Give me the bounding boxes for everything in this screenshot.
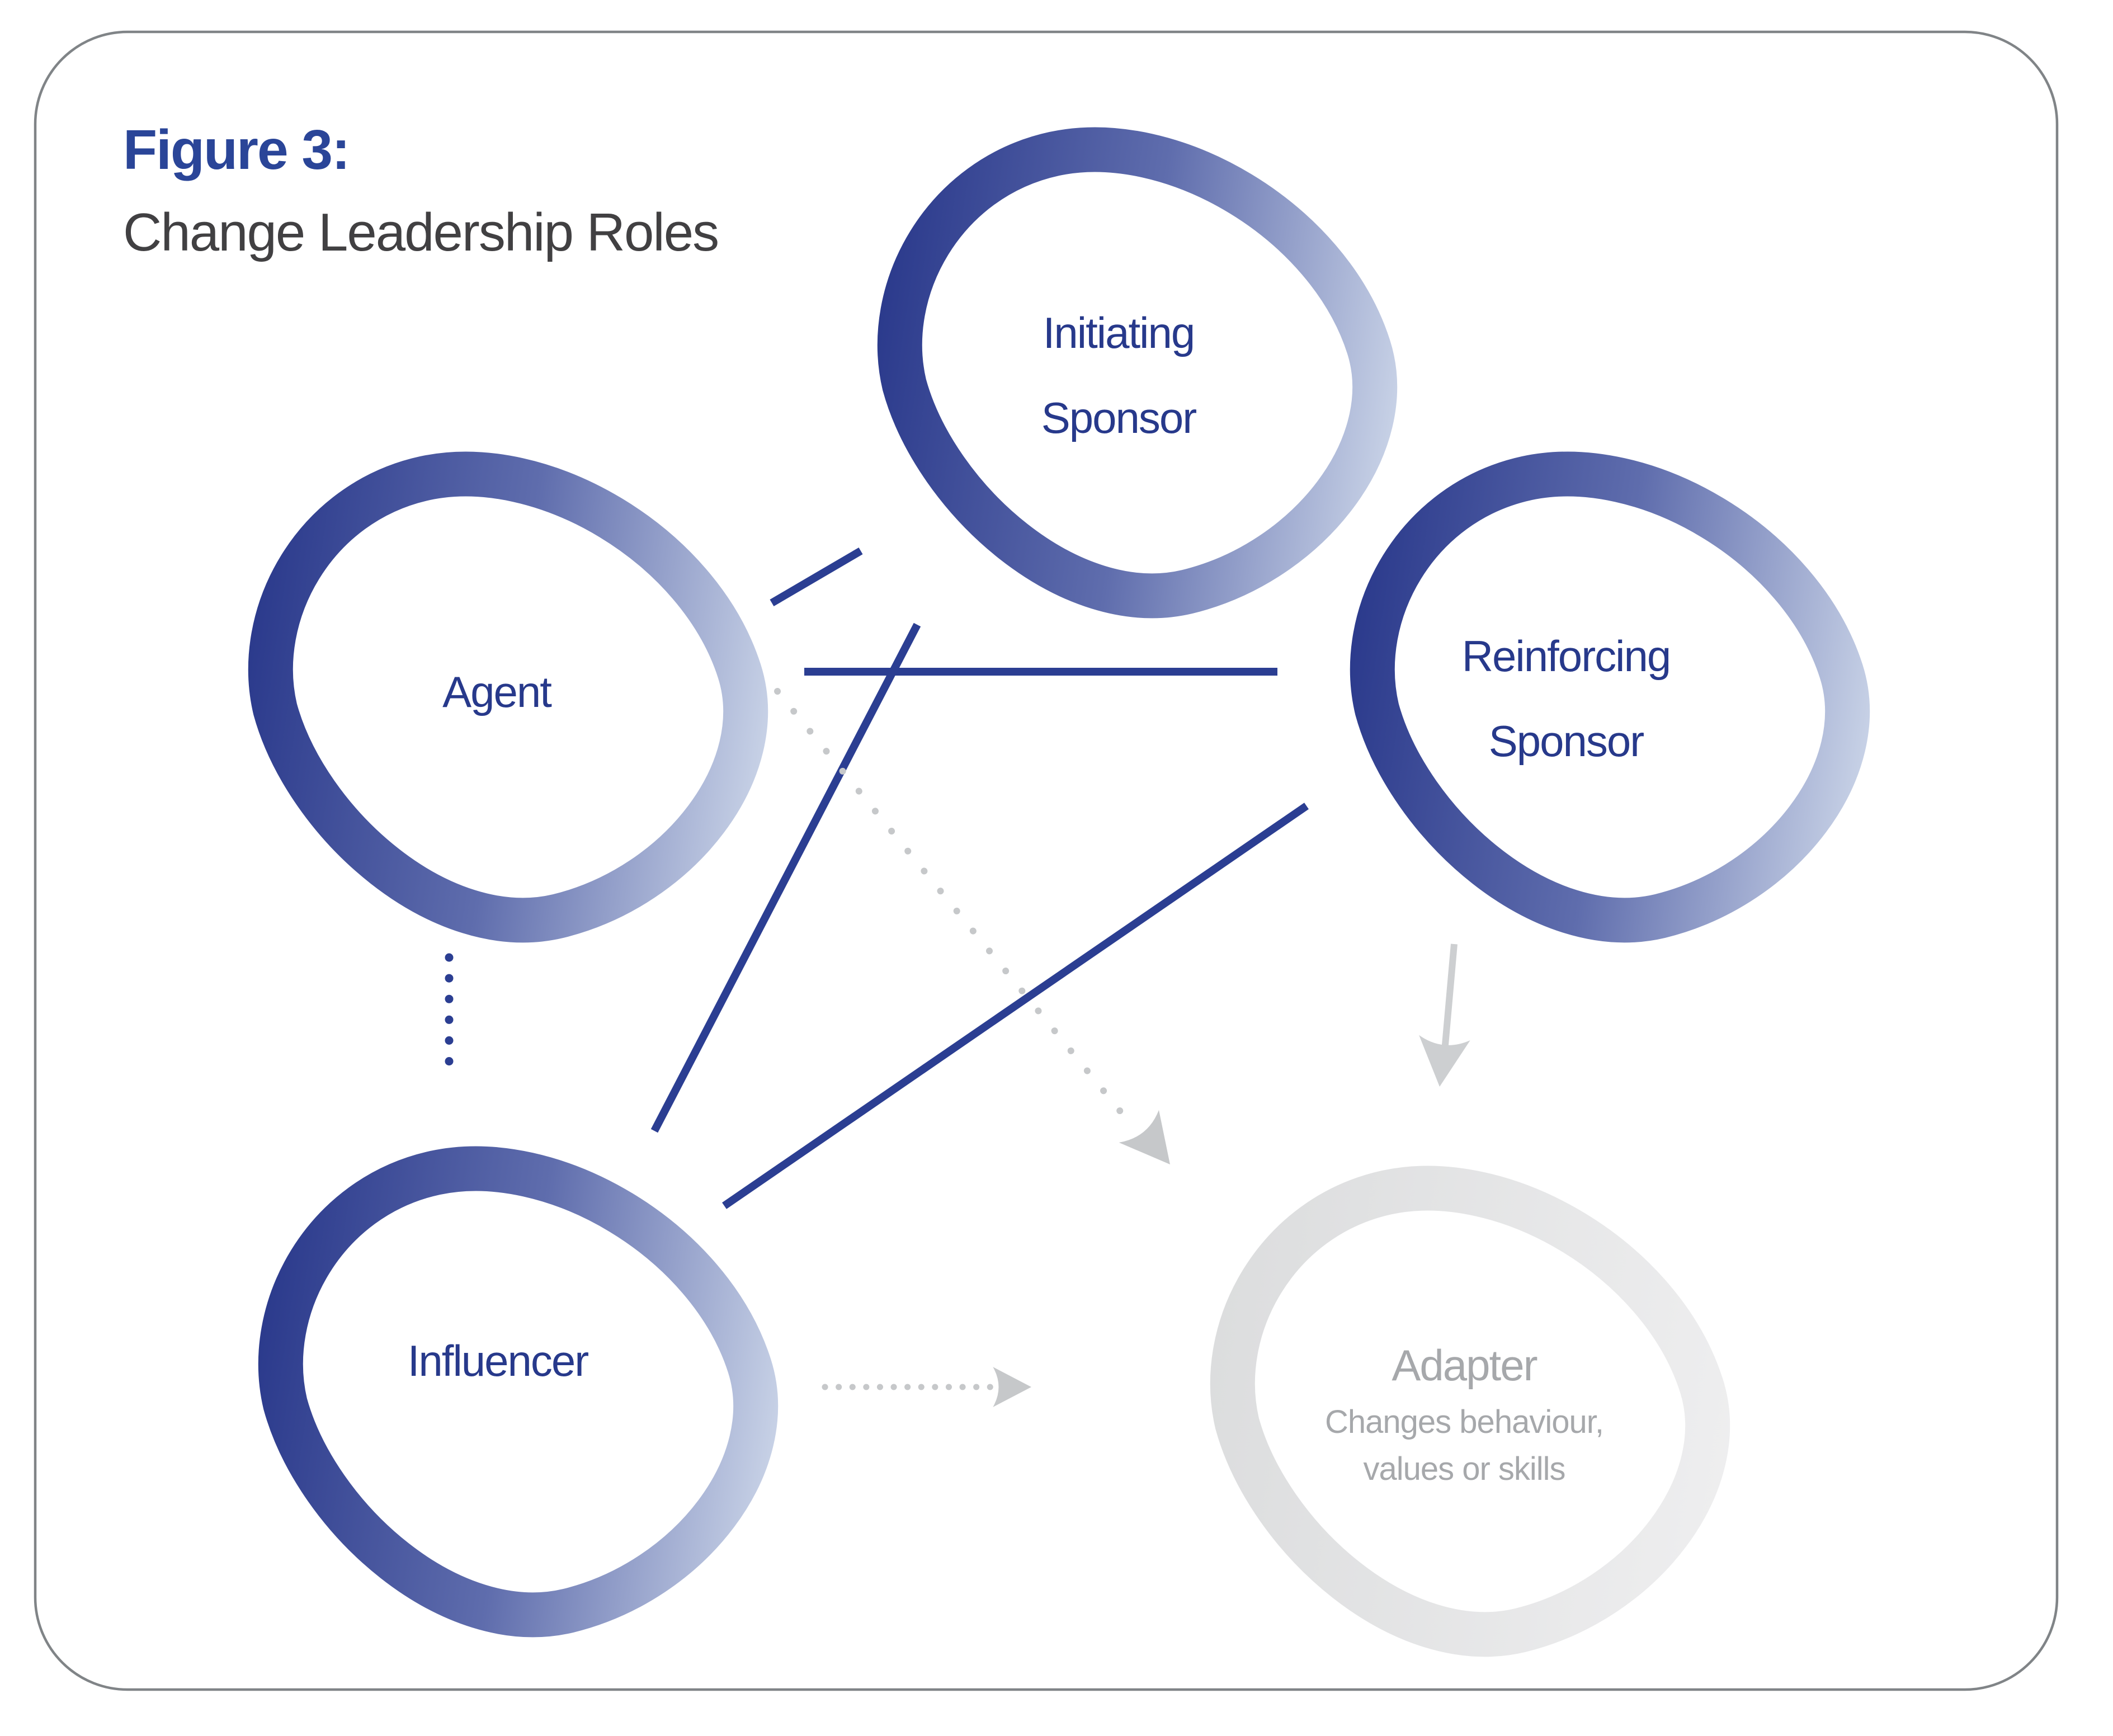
solid-blue-connectors bbox=[650, 547, 1309, 1209]
node-influencer bbox=[281, 1169, 756, 1615]
connector-reinforcing-adapter-arrow bbox=[1414, 944, 1470, 1089]
arrowhead-icon bbox=[993, 1367, 1031, 1407]
connector-agent-initiating bbox=[770, 547, 863, 607]
influencer-ring bbox=[281, 1169, 756, 1615]
influencer-label: Influencer bbox=[408, 1336, 589, 1385]
adapter-label: Adapter bbox=[1392, 1341, 1537, 1390]
arrowhead-icon bbox=[1119, 1110, 1190, 1181]
initiating-sponsor-label-line2: Sponsor bbox=[1041, 393, 1197, 442]
reinforcing-sponsor-label-line2: Sponsor bbox=[1489, 716, 1644, 766]
connector-influencer-adapter-dotted bbox=[822, 1367, 1031, 1407]
reinforcing-sponsor-label-line1: Reinforcing bbox=[1462, 631, 1671, 681]
figure-title: Change Leadership Roles bbox=[123, 202, 718, 262]
figure-frame bbox=[34, 30, 2059, 1691]
initiating-sponsor-label-line1: Initiating bbox=[1043, 308, 1195, 357]
arrow-shaft bbox=[1440, 944, 1458, 1064]
connector-influencer-initiating bbox=[650, 622, 921, 1133]
figure-number-label: Figure 3: bbox=[123, 119, 349, 181]
connector-influencer-reinforcing bbox=[722, 803, 1309, 1209]
node-initiating-sponsor bbox=[900, 150, 1375, 596]
initiating-sponsor-ring bbox=[900, 150, 1375, 596]
adapter-desc-line2: values or skills bbox=[1363, 1451, 1565, 1487]
adapter-desc-line1: Changes behaviour, bbox=[1325, 1404, 1603, 1440]
node-reinforcing-sponsor bbox=[1372, 474, 1847, 921]
reinforcing-sponsor-ring bbox=[1372, 474, 1847, 921]
connector-agent-adapter-dotted bbox=[774, 688, 1190, 1181]
agent-label: Agent bbox=[442, 667, 552, 716]
